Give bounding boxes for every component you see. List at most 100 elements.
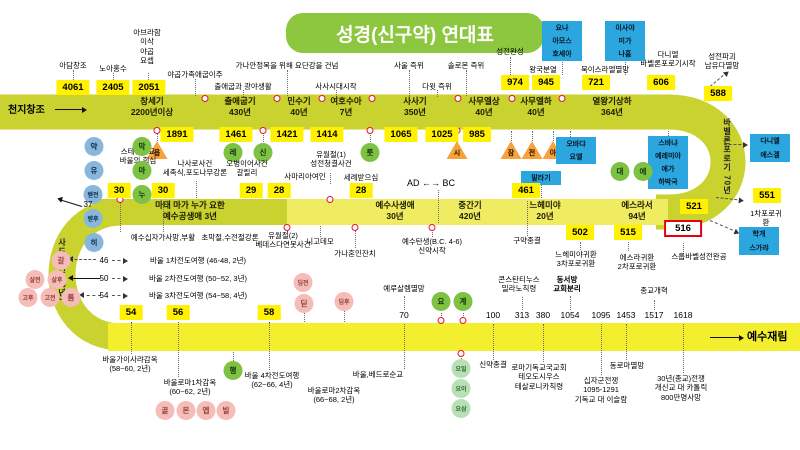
book-circle: 행 xyxy=(223,361,243,380)
year-box: 1065 xyxy=(384,127,418,142)
label: 다윗 즉위 xyxy=(422,82,452,91)
book-circle: 마 xyxy=(132,161,152,180)
dotted-line xyxy=(543,324,544,362)
band-segment-label: 마태 마가 누가 요한 예수공생애 3년 xyxy=(155,200,225,222)
prophet-box: 오바댜 xyxy=(556,137,596,151)
band-segment-label: 느헤미야 20년 xyxy=(529,200,561,222)
solid-arrow xyxy=(70,278,100,279)
dotted-line xyxy=(304,311,305,322)
prophet-box: 학개 xyxy=(739,227,779,241)
year-box: 551 xyxy=(753,188,781,203)
label: 초막절,수전절강론 xyxy=(201,233,259,242)
creation-label: 천지창조 xyxy=(8,105,45,116)
dotted-line xyxy=(73,70,74,80)
band-segment-label: 중간기 420년 xyxy=(458,200,482,222)
prophet-box: 하박국 xyxy=(648,175,688,189)
dotted-line xyxy=(601,324,602,375)
label: 313 xyxy=(514,310,530,320)
dotted-line xyxy=(668,131,669,136)
dashed-arrow xyxy=(70,259,96,260)
label: 북이스라엘멸망 xyxy=(580,65,630,74)
prophet-box: 아모스 xyxy=(542,34,582,48)
dotted-line xyxy=(113,73,114,80)
book-circle: 요 xyxy=(431,292,451,311)
book-circle: 엡 xyxy=(196,401,216,420)
label: AD ←→ BC xyxy=(406,178,456,188)
highlight-box: 516 xyxy=(664,220,702,237)
book-circle: 레 xyxy=(223,143,243,162)
dashed-arrow xyxy=(112,292,128,299)
label: 바울 2차전도여행 (50~52, 3년) xyxy=(149,274,247,283)
year-box: 54 xyxy=(119,305,143,320)
label: 노아홍수 xyxy=(99,64,127,73)
book-circle: 히 xyxy=(84,233,104,252)
label: 스룹바벨성전완공 xyxy=(671,252,727,261)
band-segment-label: 예수사생애 30년 xyxy=(375,200,415,222)
prophet-box: 스가랴 xyxy=(739,241,779,255)
label: 야곱가족애굽이주 xyxy=(167,70,223,79)
book-circle: 요일 xyxy=(451,359,471,378)
label: 바울로마2차감옥 (66~68, 2년) xyxy=(307,386,361,405)
dotted-line xyxy=(522,297,523,310)
label: 30년(종교)전쟁 개신교 대 카톨릭 800만명사망 xyxy=(654,374,708,402)
prophet-box: 호세아 xyxy=(542,47,582,61)
label: 46 xyxy=(99,256,109,265)
year-box: 30 xyxy=(151,183,175,198)
year-box: 2405 xyxy=(96,80,130,95)
label: 에스라귀환 2차포로귀환 xyxy=(617,253,657,272)
marker-dot xyxy=(366,127,374,134)
year-box: 58 xyxy=(257,305,281,320)
book-circle: 요삼 xyxy=(451,399,471,418)
year-box: 1025 xyxy=(425,127,459,142)
book-circle: 막 xyxy=(132,137,152,156)
label: 동로마멸망 xyxy=(609,361,645,370)
label: 출애굽과 광야생활 xyxy=(214,82,272,91)
prophet-box: 말라기 xyxy=(521,171,561,185)
book-circle: 고후 xyxy=(18,288,38,307)
book-circle: 룻 xyxy=(360,143,380,162)
dotted-line xyxy=(527,201,528,236)
label: 1517 xyxy=(644,310,664,320)
label: 동서방 교회분리 xyxy=(553,275,581,294)
band-segment-label: 에스라서 94년 xyxy=(621,200,653,222)
year-box: 1414 xyxy=(310,127,344,142)
dotted-line xyxy=(404,324,405,369)
band-segment-label: 열왕기상하 364년 xyxy=(592,96,632,118)
dotted-line xyxy=(580,242,581,250)
label: 느헤미야귀환 3차포로귀환 xyxy=(555,250,597,269)
marker-dot xyxy=(326,196,334,203)
label: 신약종결 xyxy=(479,360,507,369)
dotted-line xyxy=(437,90,438,97)
year-box: 721 xyxy=(582,75,610,90)
year-box: 515 xyxy=(614,225,642,240)
book-circle: 약 xyxy=(84,137,104,156)
marker-dot xyxy=(259,127,267,134)
prophet-box: 스바냐 xyxy=(648,136,688,150)
year-box: 2051 xyxy=(132,80,166,95)
dashed-arrow xyxy=(81,295,101,296)
label: 유월절(2) 베데스다연못사건 xyxy=(255,231,311,250)
dotted-line xyxy=(626,324,627,360)
band-segment-label: 창세기 2200년이상 xyxy=(130,96,174,118)
label: 바울로마1차감옥 (60~62, 2년) xyxy=(163,378,217,397)
year-box: 30 xyxy=(107,183,131,198)
label: 오병이어사건 갈릴리 xyxy=(226,159,268,178)
book-circle: 몬 xyxy=(176,401,196,420)
dotted-line xyxy=(195,79,196,96)
book-circle: 누 xyxy=(132,185,152,204)
label: 로마기독교국교회 테오도시우스 테살로니카칙령 xyxy=(511,363,567,391)
marker-dot xyxy=(558,95,566,102)
book-circle: 빌 xyxy=(216,401,236,420)
label: 예수탄생(B.C. 4-6) 신약시작 xyxy=(401,237,463,256)
label: 1054 xyxy=(560,310,580,320)
band-segment-label: 여호수아 7년 xyxy=(330,96,362,118)
prophet-box: 요나 xyxy=(542,21,582,35)
label: 사사시대시작 xyxy=(315,82,357,91)
prophet-box: 요엘 xyxy=(556,150,596,164)
book-circle: 요이 xyxy=(451,379,471,398)
gospels-band xyxy=(95,199,287,225)
dotted-line xyxy=(532,131,533,141)
book-circle: 계 xyxy=(453,292,473,311)
label: 가나안정복을 위해 요단강을 건넘 xyxy=(235,61,339,70)
book-circle: 딛 xyxy=(294,294,314,313)
